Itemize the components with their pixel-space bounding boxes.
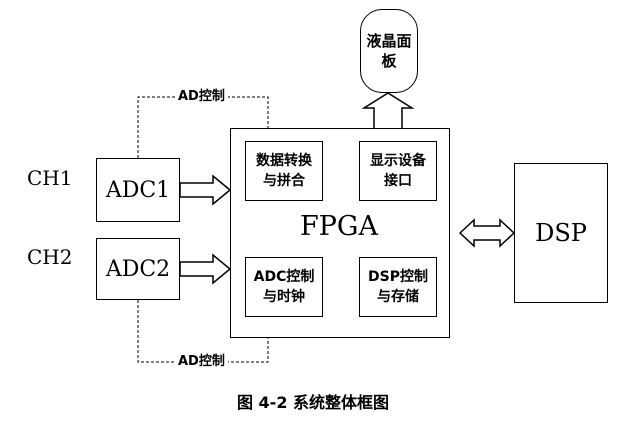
adc-control-line1: ADC控制 — [253, 269, 315, 285]
dsp-box: DSP — [514, 163, 608, 303]
ch1-label: CH1 — [27, 166, 73, 190]
ch2-label: CH2 — [27, 245, 73, 269]
adc2-label: ADC2 — [105, 256, 171, 282]
data-conversion-module: 数据转换 与拼合 — [245, 141, 323, 201]
adc1-label: ADC1 — [105, 177, 171, 203]
display-interface-line1: 显示设备 — [370, 153, 426, 169]
lcd-panel-label-line1: 液晶面 — [366, 32, 412, 50]
arrow-fpga-dsp-bidirectional — [458, 218, 516, 248]
data-conversion-line2: 与拼合 — [263, 173, 305, 189]
ad-control-label-bottom: AD控制 — [175, 352, 228, 372]
adc-control-line2: 与时钟 — [263, 289, 305, 305]
dsp-control-line1: DSP控制 — [368, 269, 428, 285]
figure-caption: 图 4-2 系统整体框图 — [236, 393, 390, 412]
fpga-label: FPGA — [300, 211, 378, 242]
arrow-adc1-to-fpga — [179, 174, 232, 206]
adc2-box: ADC2 — [96, 238, 180, 300]
lcd-panel-box: 液晶面 板 — [360, 9, 418, 93]
ad-control-label-top: AD控制 — [175, 87, 228, 107]
arrow-fpga-to-lcd — [361, 92, 415, 128]
display-interface-line2: 接口 — [384, 173, 412, 189]
arrow-adc2-to-fpga — [179, 253, 232, 285]
adc-control-module: ADC控制 与时钟 — [245, 257, 323, 317]
adc1-box: ADC1 — [96, 158, 180, 222]
dsp-control-line2: 与存储 — [377, 289, 419, 305]
dsp-control-module: DSP控制 与存储 — [359, 257, 437, 317]
display-interface-module: 显示设备 接口 — [359, 141, 437, 201]
lcd-panel-label-line2: 板 — [381, 52, 397, 70]
data-conversion-line1: 数据转换 — [256, 153, 312, 169]
dsp-label: DSP — [535, 219, 587, 247]
